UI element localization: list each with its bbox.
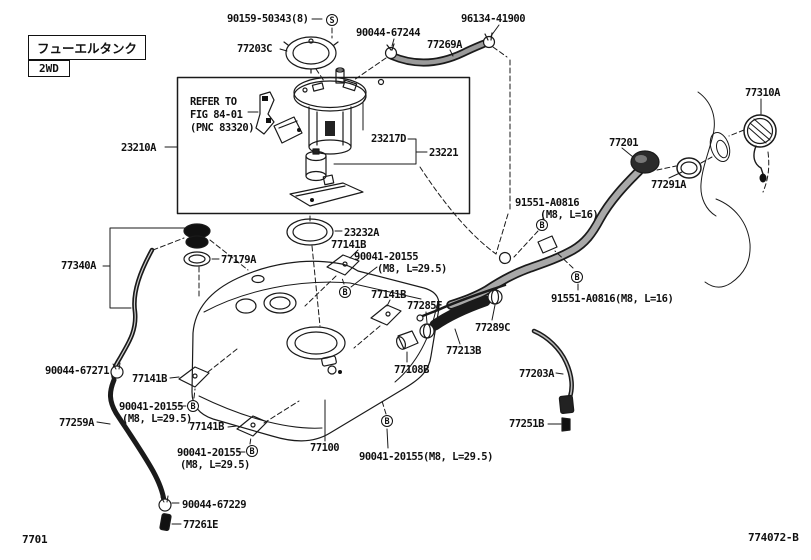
part-label-77179a: 77179A [221, 254, 256, 266]
drivetrain-box: 2WD [28, 60, 70, 77]
part-label-77213b: 77213B [446, 345, 481, 357]
fuel-pump-drawing [255, 67, 385, 207]
part-spec: (M8, L=29.5) [122, 413, 192, 425]
hose-77269a-drawing [384, 32, 496, 67]
part-label-77100: 77100 [310, 442, 340, 454]
part-number: 91551-A0816 [551, 293, 616, 305]
dashed-lines [152, 27, 770, 445]
hose-77213b-drawing [395, 289, 503, 350]
part-label-23221: 23221 [429, 147, 459, 159]
ring-77291a-drawing [676, 157, 702, 179]
part-label-77203a: 77203A [519, 368, 554, 380]
part-number: 90041-20155 [119, 401, 184, 413]
gasket-77203c-drawing [283, 36, 339, 74]
part-label-90159-50343: 90159-50343(8) [227, 13, 309, 25]
gasket-23232a-drawing [286, 218, 334, 246]
body-panel-drawing [697, 91, 751, 288]
part-label-77269a: 77269A [427, 39, 462, 51]
part-spec: (M8, L=29.5) [423, 451, 493, 463]
leader-lines [96, 18, 762, 525]
part-number: 90041-20155 [359, 451, 424, 463]
part-spec: (M8, L=29.5) [377, 263, 447, 275]
part-label-77310a: 77310A [745, 87, 780, 99]
fuel-cap-77310a-drawing [743, 114, 777, 183]
hose-77203a-drawing [531, 328, 575, 432]
part-spec: (M8, L=16) [540, 209, 599, 221]
figure-code-right: 774072-B [748, 531, 799, 544]
hose-77259a-drawing [108, 377, 172, 532]
fastener-symbol-b-icon: B [246, 445, 258, 457]
part-number: 90041-20155 [177, 447, 242, 459]
part-label-77285f: 77285F [407, 300, 442, 312]
part-label-96134-41900: 96134-41900 [461, 13, 526, 25]
part-label-90044-67271: 90044-67271 [45, 365, 110, 377]
fastener-symbol-s-icon: S [326, 14, 338, 26]
figure-code-left: 7701 [22, 533, 48, 546]
part-label-77291a: 77291A [651, 179, 686, 191]
part-label-77141b-3: 77141B [132, 373, 167, 385]
refer-note: REFER TO FIG 84-01 (PNC 83320) [190, 96, 255, 134]
fastener-symbol-b-icon: B [536, 219, 548, 231]
part-label-77141b-1: 77141B [331, 239, 366, 251]
part-label-23217d: 23217D [371, 133, 406, 145]
part-label-77259a: 77259A [59, 417, 94, 429]
part-label-90041-20155-1: 90041-20155 (M8, L=29.5) [354, 251, 447, 275]
part-label-77289c: 77289C [475, 322, 510, 334]
part-label-77261e: 77261E [183, 519, 218, 531]
refer-note-line1: REFER TO [190, 96, 237, 108]
part-label-91551-a0816-1: 91551-A0816 (M8, L=16) [515, 197, 599, 221]
part-label-90044-67229: 90044-67229 [182, 499, 247, 511]
part-label-23232a: 23232A [344, 227, 379, 239]
part-spec: (M8, L=29.5) [180, 459, 250, 471]
part-label-90041-20155-3: 90041-20155 (M8, L=29.5) [177, 447, 250, 471]
fastener-symbol-b-icon: B [381, 415, 393, 427]
filler-pipe-drawing [416, 150, 660, 322]
tube-77340a-drawing [109, 223, 211, 381]
part-label-77141b-4: 77141B [189, 421, 224, 433]
pump-bracket-lines [333, 96, 428, 165]
bracket-77141b-drawings [178, 254, 402, 437]
fuel-tank-drawing [191, 260, 440, 442]
part-spec: (M8, L=16) [615, 293, 674, 305]
part-label-77108b: 77108B [394, 364, 429, 376]
system-title-box: フューエルタンク [28, 35, 147, 60]
part-label-90044-67244: 90044-67244 [356, 27, 421, 39]
part-number: 91551-A0816 [515, 197, 580, 209]
part-number: 90041-20155 [354, 251, 419, 263]
part-label-77141b-2: 77141B [371, 289, 406, 301]
part-label-91551-a0816-2: 91551-A0816(M8, L=16) [551, 293, 674, 305]
part-label-23210a: 23210A [121, 142, 156, 154]
part-label-77203c: 77203C [237, 43, 272, 55]
refer-note-line3: (PNC 83320) [190, 122, 255, 134]
part-label-77340a: 77340A [61, 260, 96, 272]
part-label-90041-20155-4: 90041-20155(M8, L=29.5) [359, 451, 493, 463]
refer-note-line2: FIG 84-01 [190, 109, 243, 121]
fastener-symbol-b-icon: B [339, 286, 351, 298]
part-label-77251b: 77251B [509, 418, 544, 430]
fastener-symbol-b-icon: B [187, 400, 199, 412]
fastener-symbol-b-icon: B [571, 271, 583, 283]
part-label-77201: 77201 [609, 137, 639, 149]
part-label-90041-20155-2: 90041-20155 (M8, L=29.5) [119, 401, 192, 425]
